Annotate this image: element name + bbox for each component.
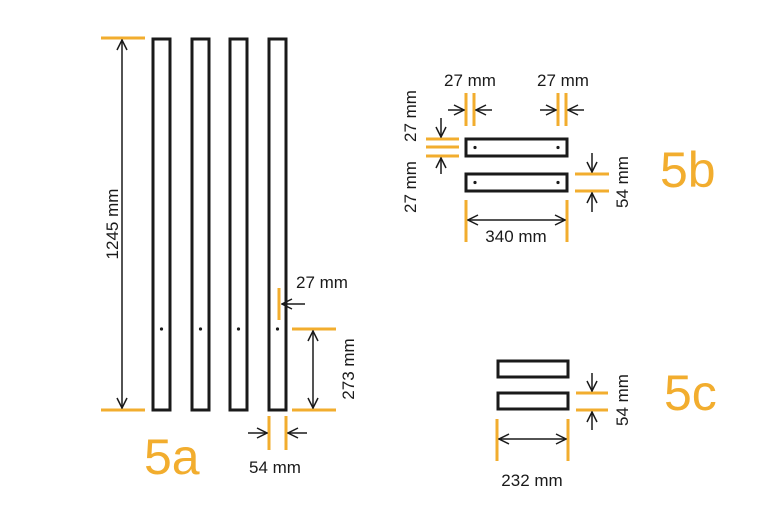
bar-5b-1 xyxy=(464,137,569,158)
width-label: 54 mm xyxy=(613,374,632,426)
bar-5c-2 xyxy=(496,391,570,411)
bar-5b-2 xyxy=(464,172,569,193)
bar-5a-4 xyxy=(267,37,288,412)
part-5b-group: 27 mm 27 mm 27 mm 27 mm 54 mm 340 mm 5b xyxy=(401,71,716,246)
part-label-5a: 5a xyxy=(144,429,200,485)
width-label: 54 mm xyxy=(613,156,632,208)
hole-offset-top-label: 27 mm xyxy=(401,90,420,142)
part-label-5c: 5c xyxy=(664,365,717,421)
hole-marker xyxy=(275,327,280,331)
hole-marker xyxy=(556,145,560,150)
hole-edge-offset-label: 27 mm xyxy=(296,273,348,292)
hole-marker xyxy=(473,145,477,150)
hole-marker xyxy=(198,327,203,331)
hole-marker xyxy=(236,327,241,331)
bar-5c-1 xyxy=(496,359,570,379)
hole-offset-bottom-label: 27 mm xyxy=(401,161,420,213)
bar-5a-3 xyxy=(228,37,249,412)
hole-marker xyxy=(159,327,164,331)
hole-marker xyxy=(556,180,560,185)
length-dimension-label: 340 mm xyxy=(485,227,546,246)
bar-5a-2 xyxy=(190,37,211,412)
part-5c-group: 54 mm 232 mm 5c xyxy=(495,359,717,490)
bar-5a-1 xyxy=(151,37,172,412)
length-dimension-label: 232 mm xyxy=(501,471,562,490)
length-dimension-label: 1245 mm xyxy=(103,189,122,260)
part-label-5b: 5b xyxy=(660,142,716,198)
hole-offset-left-label: 27 mm xyxy=(444,71,496,90)
width-label: 54 mm xyxy=(249,458,301,477)
hole-end-offset-label: 273 mm xyxy=(339,338,358,399)
hole-offset-right-label: 27 mm xyxy=(537,71,589,90)
hole-marker xyxy=(473,180,477,185)
part-5a-group: 1245 mm 27 mm 273 mm 54 mm 5a xyxy=(101,36,358,485)
